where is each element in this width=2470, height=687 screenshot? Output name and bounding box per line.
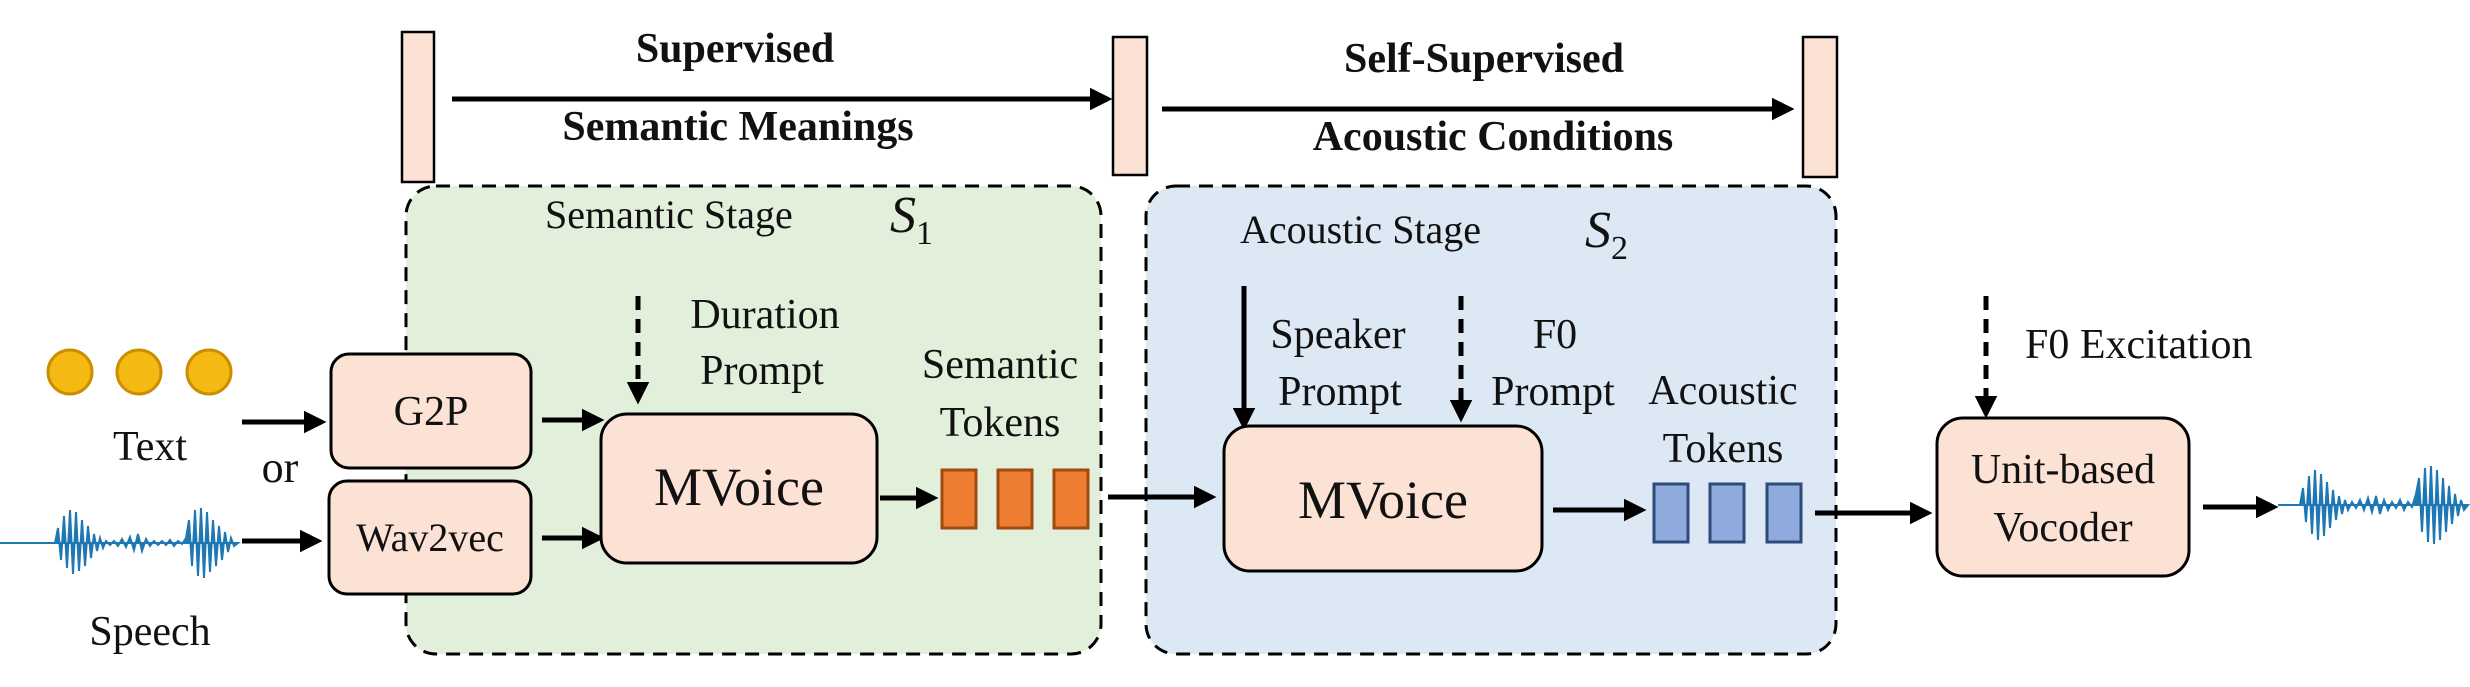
stage-boundary-bar-3 <box>1801 35 1839 179</box>
duration-prompt-label-line1: Duration <box>690 292 839 338</box>
semantic-token-2 <box>996 468 1034 530</box>
mvoice-acoustic-label: MVoice <box>1298 470 1468 530</box>
unit-based-vocoder-box <box>1935 416 2191 578</box>
wav2vec-label: Wav2vec <box>356 515 504 560</box>
text-input-label: Text <box>113 424 187 470</box>
speech-input-label: Speech <box>89 609 210 655</box>
mvoice-semantic-label: MVoice <box>654 457 824 517</box>
mvoice-acoustic-box <box>1222 424 1544 573</box>
acoustic-conditions-label: Acoustic Conditions <box>1313 114 1674 160</box>
semantic-token-1 <box>940 468 978 530</box>
semantic-token-3 <box>1052 468 1090 530</box>
output-speech-waveform <box>2278 465 2470 545</box>
acoustic-tokens-label-line1: Acoustic <box>1648 368 1797 414</box>
g2p-box <box>329 352 533 470</box>
acoustic-token-2 <box>1708 482 1746 544</box>
wav2vec-box <box>327 479 533 596</box>
stage-boundary-bar-1 <box>400 30 436 184</box>
f0-prompt-label-line2: Prompt <box>1491 369 1615 415</box>
supervised-label: Supervised <box>636 26 834 72</box>
acoustic-tokens-label-line2: Tokens <box>1663 426 1784 472</box>
semantic-tokens-label-line1: Semantic <box>922 342 1078 388</box>
acoustic-stage-panel <box>1144 184 1838 656</box>
vocoder-label-line1: Unit-based <box>1971 447 2155 493</box>
stage2-symbol: S2 <box>1585 202 1628 267</box>
stage-boundary-bar-2 <box>1111 35 1149 177</box>
semantic-meanings-label: Semantic Meanings <box>562 104 913 150</box>
g2p-label: G2P <box>394 389 469 435</box>
f0-prompt-label-line1: F0 <box>1533 312 1577 358</box>
text-token-dot-3 <box>185 348 233 396</box>
duration-prompt-label-line2: Prompt <box>700 348 824 394</box>
f0-excitation-label: F0 Excitation <box>2025 322 2252 368</box>
self-supervised-label: Self-Supervised <box>1344 36 1624 82</box>
acoustic-token-3 <box>1765 482 1803 544</box>
or-label: or <box>262 443 299 492</box>
acoustic-stage-title: Acoustic Stage <box>1240 207 1481 252</box>
acoustic-token-1 <box>1652 482 1690 544</box>
stage1-symbol: S1 <box>890 187 933 252</box>
input-speech-waveform <box>0 507 241 579</box>
semantic-stage-title: Semantic Stage <box>545 192 793 237</box>
speaker-prompt-label-line2: Prompt <box>1278 369 1402 415</box>
mvoice-semantic-box <box>599 412 879 565</box>
semantic-tokens-label-line2: Tokens <box>940 400 1061 446</box>
speaker-prompt-label-line1: Speaker <box>1270 312 1405 358</box>
vocoder-label-line2: Vocoder <box>1993 505 2132 551</box>
text-token-dot-2 <box>115 348 163 396</box>
text-token-dot-1 <box>46 348 94 396</box>
